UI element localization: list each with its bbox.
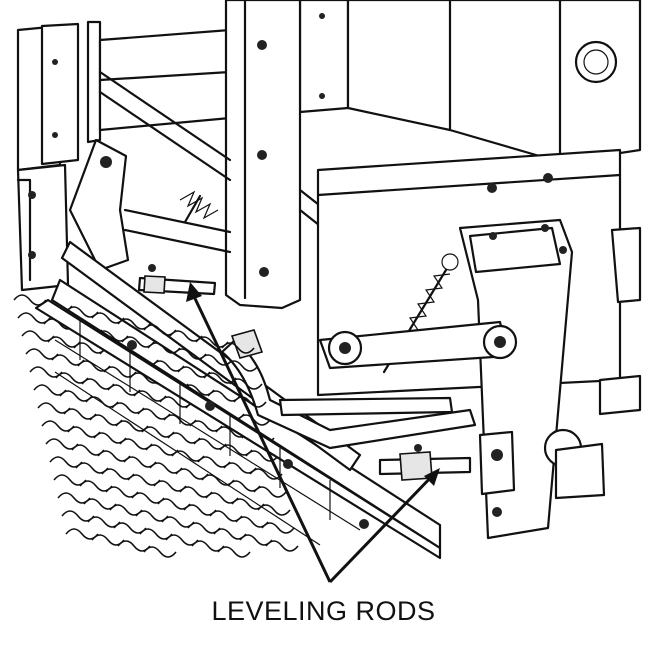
left-frame-uprights: [16, 20, 102, 292]
leveling-rod-right: [378, 444, 472, 481]
bottom-panels: [34, 298, 442, 560]
top-frame: [98, 0, 642, 164]
center-post: [224, 0, 302, 310]
leveling-rods-caption: LEVELING RODS: [211, 596, 436, 626]
callout-arrows: [186, 282, 440, 584]
lower-link: [318, 320, 518, 370]
